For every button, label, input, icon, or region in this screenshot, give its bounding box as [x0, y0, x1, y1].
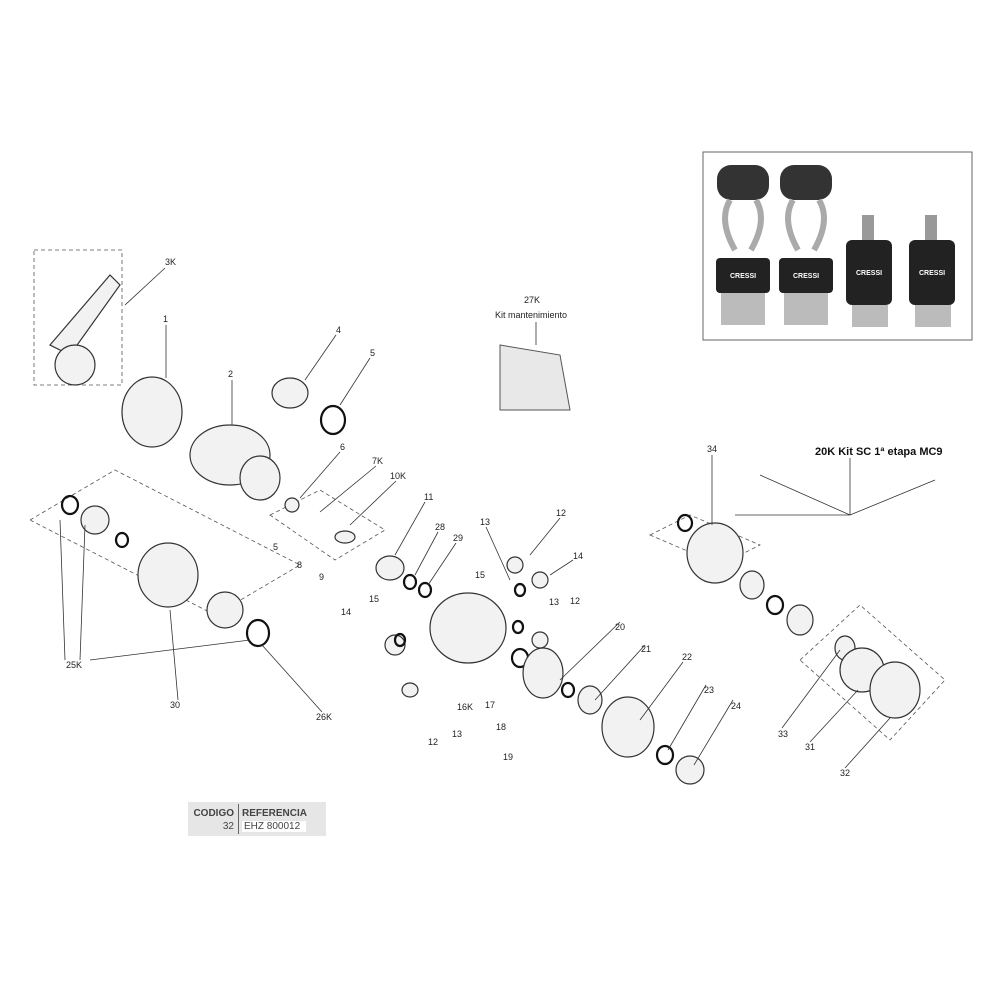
label-30: 30	[170, 700, 180, 710]
label-12c: 12	[428, 737, 438, 747]
label-5: 5	[370, 348, 375, 358]
label-32: 32	[840, 768, 850, 778]
leader-lines	[59, 267, 936, 769]
label-9: 9	[319, 572, 324, 582]
parts	[49, 274, 921, 785]
label-24: 24	[731, 701, 741, 711]
label-15b: 15	[369, 594, 379, 604]
label-12b: 12	[570, 596, 580, 606]
reference-table: CODIGO REFERENCIA 32 EHZ 800012	[188, 802, 326, 836]
label-14b: 14	[341, 607, 351, 617]
table-divider	[238, 804, 239, 834]
label-7k: 7K	[372, 456, 383, 466]
label-21: 21	[641, 644, 651, 654]
label-6: 6	[340, 442, 345, 452]
label-12: 12	[556, 508, 566, 518]
label-11: 11	[424, 492, 433, 502]
group-7k	[269, 489, 386, 561]
label-16k: 16K	[457, 702, 473, 712]
label-33: 33	[778, 729, 788, 739]
label-17: 17	[485, 700, 495, 710]
brand-logo-2: CRESSI	[793, 273, 819, 280]
label-34: 34	[707, 444, 717, 454]
group-20k	[799, 604, 946, 741]
label-20: 20	[615, 622, 625, 632]
product-photo: CRESSI CRESSI CRESSI CRESSI	[702, 151, 973, 341]
maintenance-kit-code: 27K	[524, 295, 540, 305]
brand-logo-4: CRESSI	[919, 270, 945, 277]
cell-codigo: 32	[222, 821, 234, 832]
label-19: 19	[503, 752, 513, 762]
maintenance-kit-name: Kit mantenimiento	[495, 310, 567, 320]
label-3k: 3K	[165, 257, 176, 267]
label-23: 23	[704, 685, 714, 695]
header-referencia: REFERENCIA	[242, 808, 308, 819]
label-29: 29	[453, 533, 463, 543]
label-1: 1	[163, 314, 168, 324]
label-5b: 5	[273, 542, 278, 552]
group-25k	[29, 469, 301, 616]
label-14: 14	[573, 551, 583, 561]
label-18: 18	[496, 722, 506, 732]
label-4: 4	[336, 325, 341, 335]
label-25k: 25K	[66, 660, 82, 670]
cell-referencia: EHZ 800012	[242, 821, 307, 832]
label-31: 31	[805, 742, 815, 752]
label-2: 2	[228, 369, 233, 379]
label-8: 8	[297, 560, 302, 570]
brand-logo-1: CRESSI	[730, 273, 756, 280]
label-13b: 13	[549, 597, 559, 607]
label-28: 28	[435, 522, 445, 532]
brand-logo-3: CRESSI	[856, 270, 882, 277]
label-10k: 10K	[390, 471, 406, 481]
kit-title: 20K Kit SC 1ª etapa MC9	[815, 446, 943, 458]
label-26k: 26K	[316, 712, 332, 722]
label-13: 13	[480, 517, 490, 527]
label-13c: 13	[452, 729, 462, 739]
label-22: 22	[682, 652, 692, 662]
header-codigo: CODIGO	[193, 808, 234, 819]
label-15: 15	[475, 570, 485, 580]
part-labels: 3K 1 2 4 5 6 7K 10K 11 28 29 13 12 14 15…	[66, 257, 943, 778]
